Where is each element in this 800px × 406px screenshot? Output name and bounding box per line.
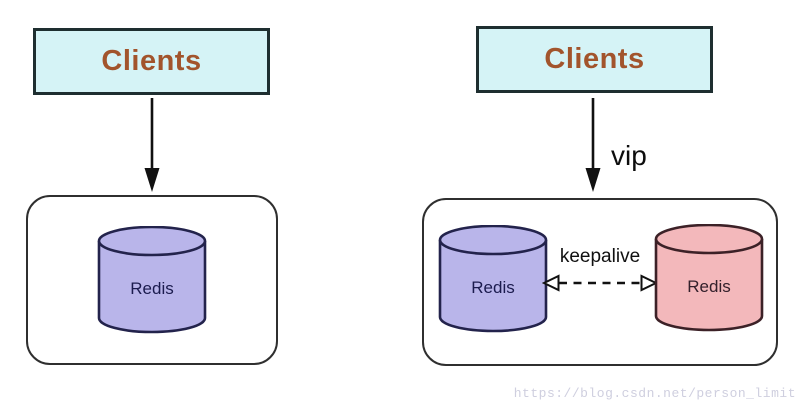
clients-label-right: Clients (544, 43, 645, 75)
redis-cylinder-pink-icon: Redis (654, 224, 764, 332)
clients-box-left: Clients (33, 28, 270, 95)
watermark-url: https://blog.csdn.net/person_limit (513, 386, 796, 401)
redis-label-left: Redis (130, 279, 173, 298)
down-arrow-icon (585, 98, 601, 192)
vip-label: vip (611, 140, 647, 171)
redis-cylinder-purple-icon: Redis (97, 226, 207, 334)
dashed-double-arrow-icon (542, 274, 658, 292)
clients-label-left: Clients (101, 45, 202, 77)
keepalive-label: keepalive (559, 246, 641, 267)
clients-box-right: Clients (476, 26, 713, 93)
redis-label-primary: Redis (471, 278, 514, 297)
redis-label-backup: Redis (687, 277, 730, 296)
down-arrow-icon (144, 98, 160, 192)
redis-cylinder-purple-icon: Redis (438, 225, 548, 333)
